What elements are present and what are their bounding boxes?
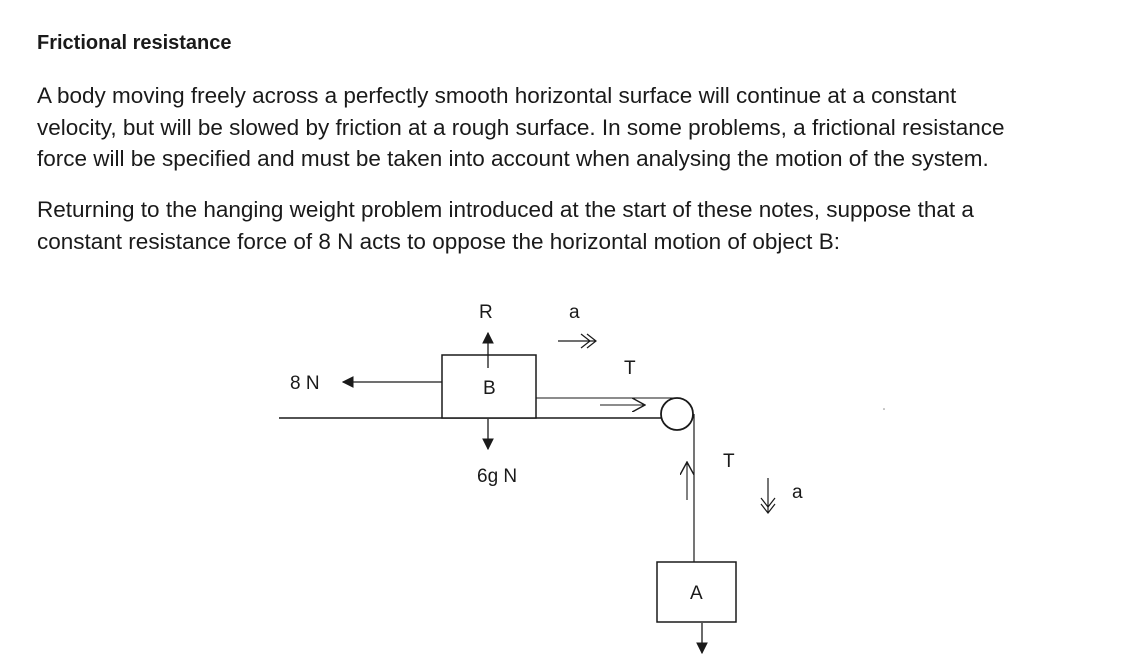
paragraph-line: velocity, but will be slowed by friction… — [37, 114, 1005, 140]
block-a-label: A — [690, 583, 703, 604]
problem-paragraph: Returning to the hanging weight problem … — [37, 194, 1112, 257]
section-heading: Frictional resistance — [37, 32, 232, 54]
intro-paragraph: A body moving freely across a perfectly … — [37, 80, 1112, 175]
friction-label: 8 N — [290, 373, 320, 394]
reaction-label: R — [479, 302, 493, 323]
tension-horizontal-label: T — [624, 358, 636, 379]
paragraph-line: force will be specified and must be take… — [37, 146, 989, 171]
pulley-wheel — [660, 397, 694, 431]
acceleration-vertical-arrow — [760, 478, 776, 514]
paragraph-line: A body moving freely across a perfectly … — [37, 83, 957, 108]
stray-dot — [883, 408, 885, 410]
tension-vertical-label: T — [723, 451, 735, 472]
block-b-label: B — [483, 378, 496, 399]
acceleration-horizontal-label: a — [569, 302, 580, 323]
paragraph-line: constant resistance force of 8 N acts to… — [37, 228, 840, 254]
acceleration-horizontal-arrow — [558, 333, 597, 349]
block-a — [656, 561, 737, 623]
weight-b-label: 6g N — [477, 466, 517, 487]
acceleration-vertical-label: a — [792, 482, 803, 503]
paragraph-line: Returning to the hanging weight problem … — [37, 197, 974, 222]
block-b — [441, 354, 537, 419]
